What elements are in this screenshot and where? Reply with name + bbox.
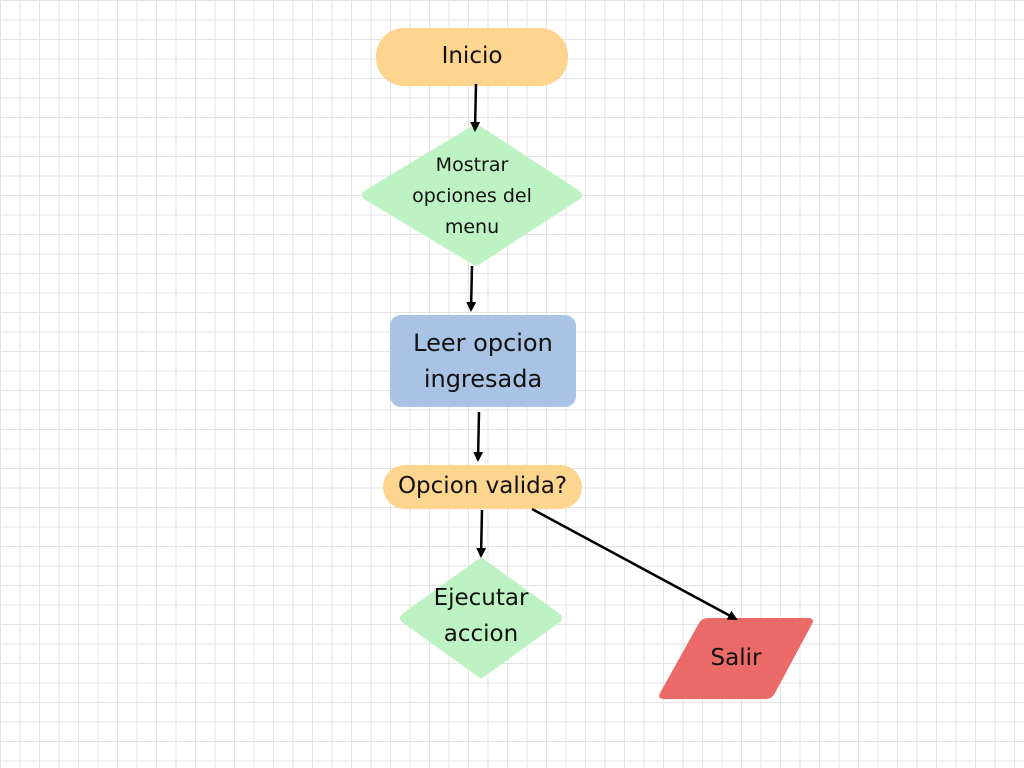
node-leer-opcion[interactable]: Leer opcion ingresada — [390, 315, 576, 407]
node-mostrar-line3: menu — [444, 215, 500, 238]
node-leer-opcion-text: Leer opcion ingresada — [413, 325, 553, 397]
node-ejecutar-accion-shape — [400, 558, 562, 678]
node-opcion-valida-label: Opcion valida? — [397, 473, 568, 500]
node-ejecutar-line1: Ejecutar — [433, 585, 529, 611]
node-salir-label: Salir — [710, 644, 762, 671]
node-mostrar-opciones[interactable]: Mostrar opciones del menu — [360, 122, 584, 268]
node-inicio[interactable]: Inicio — [376, 28, 568, 86]
node-ejecutar-accion[interactable]: Ejecutar accion — [398, 556, 564, 680]
node-ejecutar-line2: accion — [443, 621, 519, 647]
node-leer-line2: ingresada — [423, 365, 543, 393]
node-salir[interactable]: Salir — [657, 617, 815, 700]
edge-opcion-valida-to-ejecutar — [476, 509, 487, 558]
node-opcion-valida[interactable]: Opcion valida? — [383, 465, 582, 509]
node-mostrar-line1: Mostrar — [435, 153, 509, 176]
edge-leer-to-opcion-valida — [473, 411, 484, 462]
node-leer-line1: Leer opcion — [413, 329, 553, 357]
node-mostrar-opciones-shape — [362, 124, 582, 266]
node-inicio-label: Inicio — [441, 43, 503, 70]
node-ejecutar-accion-text: Ejecutar accion — [434, 580, 529, 652]
node-mostrar-line2: opciones del — [412, 184, 532, 207]
edge-mostrar-to-leer — [466, 265, 477, 312]
node-salir-shape — [659, 618, 813, 699]
node-mostrar-opciones-text: Mostrar opciones del menu — [412, 150, 532, 243]
